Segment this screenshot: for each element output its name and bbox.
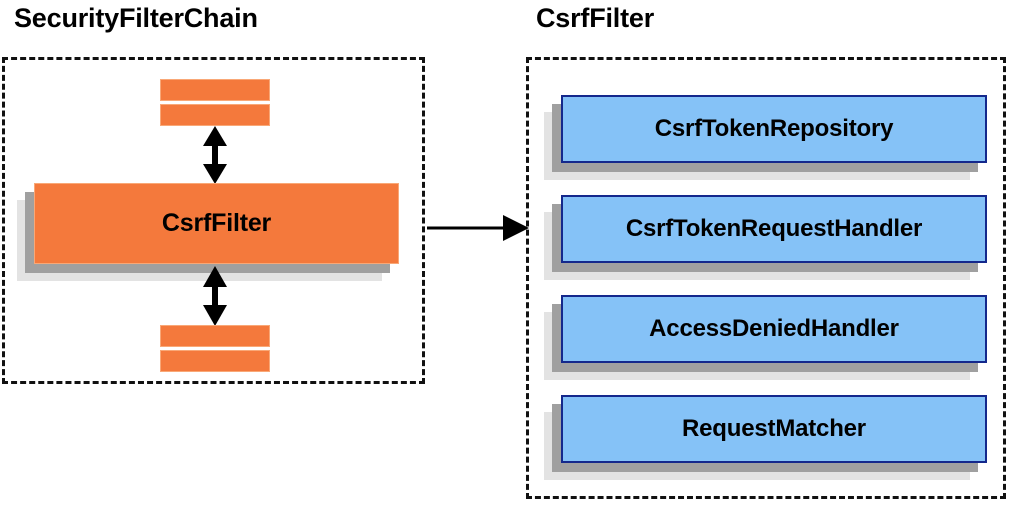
panel-title-security-filter-chain: SecurityFilterChain [14, 3, 258, 33]
node-csrf-filter-label: CsrfFilter [34, 183, 399, 264]
node-request-matcher-label: RequestMatcher [561, 395, 987, 463]
filter-stub-below-1 [160, 325, 270, 347]
node-csrf-token-request-handler[interactable]: CsrfTokenRequestHandler [544, 195, 987, 280]
node-csrf-token-repository-label: CsrfTokenRepository [561, 95, 987, 163]
connector-filter-chain-up [203, 126, 227, 184]
node-access-denied-handler-label: AccessDeniedHandler [561, 295, 987, 363]
filter-stub-above-1 [160, 79, 270, 101]
node-access-denied-handler[interactable]: AccessDeniedHandler [544, 295, 987, 380]
group-box-security-filter-chain [2, 57, 425, 384]
group-box-csrf-filter [526, 57, 1006, 499]
connector-filter-chain-down [203, 266, 227, 326]
node-request-matcher[interactable]: RequestMatcher [544, 395, 987, 480]
connector-expand-csrf-filter [427, 215, 529, 241]
filter-stub-below-2 [160, 350, 270, 372]
node-csrf-token-request-handler-label: CsrfTokenRequestHandler [561, 195, 987, 263]
panel-title-csrf-filter: CsrfFilter [536, 3, 655, 33]
node-csrf-filter[interactable]: CsrfFilter [17, 183, 399, 281]
node-csrf-token-repository[interactable]: CsrfTokenRepository [544, 95, 987, 180]
filter-stub-above-2 [160, 104, 270, 126]
